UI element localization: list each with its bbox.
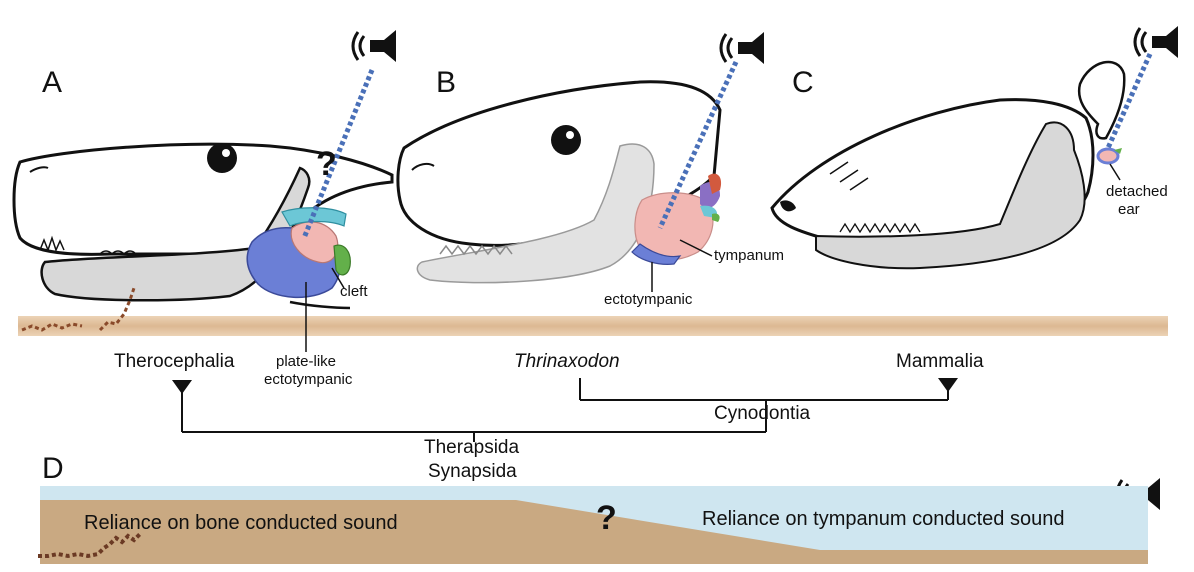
skull-a [12, 69, 394, 352]
taxon-therapsida: Therapsida [424, 437, 520, 458]
label-ectotympanic: ectotympanic [604, 291, 693, 308]
taxon-therocephalia: Therocephalia [114, 351, 235, 372]
taxon-synapsida: Synapsida [428, 461, 517, 482]
panel-label-a: A [42, 66, 63, 99]
taxon-thrinaxodon: Thrinaxodon [514, 351, 620, 372]
question-mark-d: ? [596, 499, 617, 537]
panel-label-c: C [792, 66, 814, 99]
eye-a [207, 143, 237, 173]
sound-path-b [657, 60, 739, 230]
taxon-cynodontia: Cynodontia [714, 403, 811, 424]
label-cleft: cleft [340, 283, 368, 300]
label-plate-like-line2: ectotympanic [264, 371, 353, 388]
label-plate-like-line1: plate-like [276, 353, 337, 370]
panel-label-b: B [436, 66, 457, 99]
sound-path-a [301, 69, 375, 239]
label-bone-conducted: Reliance on bone conducted sound [84, 512, 398, 534]
question-mark-a: ? [316, 145, 337, 183]
detached-ear-shape [1096, 147, 1120, 165]
sound-path-c [1105, 52, 1153, 150]
label-detached-line2: ear [1118, 201, 1140, 218]
eye-b [551, 125, 581, 155]
tympanum-shape [634, 192, 714, 261]
marker-mammalia [938, 378, 958, 392]
speaker-icon [1133, 26, 1178, 58]
speaker-icon [351, 30, 396, 62]
marker-therocephalia [172, 380, 192, 394]
label-tympanum: tympanum [714, 247, 785, 264]
ground-strip [18, 316, 1168, 336]
speaker-icon [719, 32, 764, 64]
panel-label-d: D [42, 452, 64, 485]
label-detached-line1: detached [1106, 183, 1168, 200]
pinna-shape [1077, 60, 1126, 140]
taxon-mammalia: Mammalia [896, 351, 984, 372]
skull-c [770, 52, 1153, 270]
timeline-band [38, 486, 1148, 564]
skull-b [396, 60, 739, 292]
label-tympanum-conducted: Reliance on tympanum conducted sound [702, 508, 1065, 530]
